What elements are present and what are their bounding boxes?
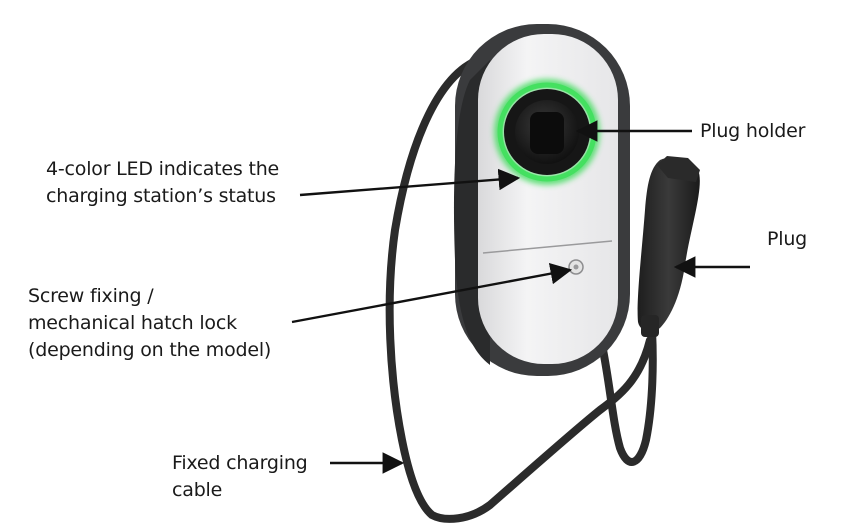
arrow-led <box>299 168 521 197</box>
label-plug-holder: Plug holder <box>700 120 806 142</box>
label-led-status: 4-color LED indicates the charging stati… <box>46 158 280 207</box>
plug-holder <box>530 112 564 154</box>
charging-cable-lower <box>596 326 657 466</box>
plug-strain-relief <box>641 315 659 337</box>
arrow-screw <box>291 262 573 324</box>
label-plug: Plug <box>767 228 808 250</box>
label-screw-fixing: Screw fixing / mechanical hatch lock (de… <box>28 285 272 361</box>
plug <box>637 157 700 332</box>
charging-cable <box>385 54 654 523</box>
hatch-seam <box>482 240 613 254</box>
screw-lock-center <box>573 264 579 270</box>
label-charging-cable: Fixed charging cable <box>172 452 308 501</box>
plug-head <box>657 156 700 182</box>
